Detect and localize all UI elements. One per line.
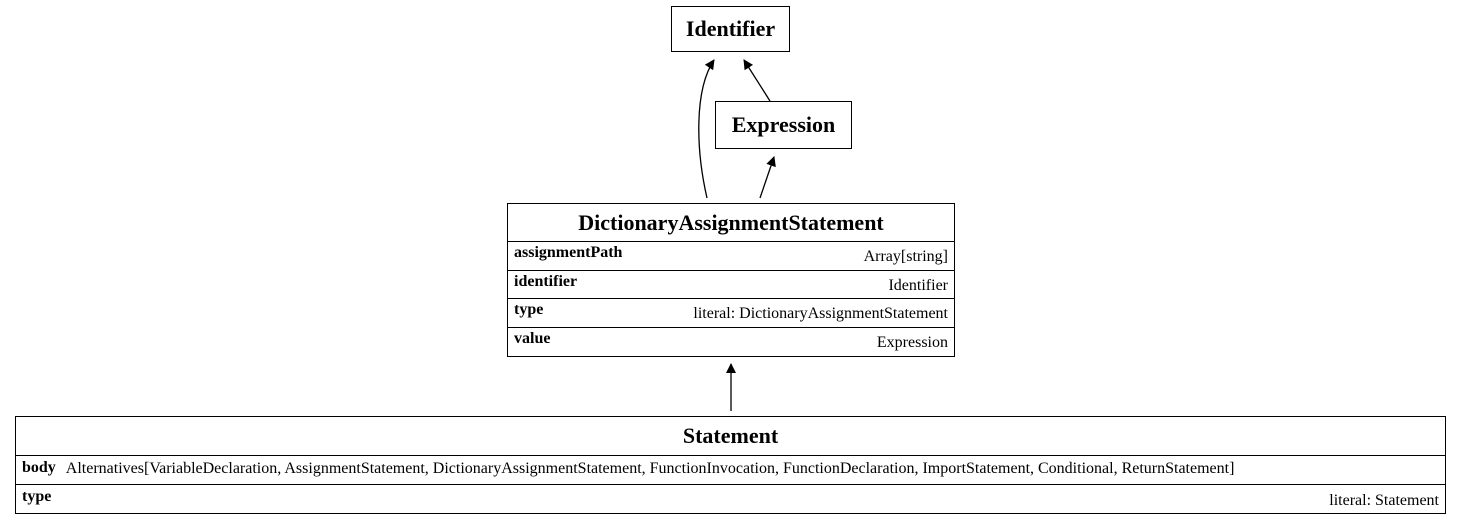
field-type: literal: DictionaryAssignmentStatement <box>693 305 948 322</box>
node-statement: Statement body Alternatives[VariableDecl… <box>15 416 1446 514</box>
edge-dictionary-assignment-statement-to-identifier <box>698 59 715 199</box>
field-name: assignmentPath <box>514 244 623 261</box>
field-name: identifier <box>514 272 578 290</box>
field-type: Expression <box>876 333 948 351</box>
node-identifier-title: Identifier <box>685 16 776 41</box>
node-expression-title: Expression <box>731 112 836 137</box>
node-title: DictionaryAssignmentStatement <box>508 204 954 242</box>
field-type: Alternatives[VariableDeclaration, Assign… <box>65 460 1235 478</box>
node-dictionary-assignment-statement: DictionaryAssignmentStatement assignment… <box>507 203 955 357</box>
edge-dictionary-assignment-statement-to-expression <box>759 156 776 199</box>
field-row-identifier: identifier Identifier <box>508 271 954 299</box>
field-type: Array[string] <box>863 248 948 265</box>
node-expression: Expression <box>715 101 852 149</box>
field-row-assignment-path: assignmentPath Array[string] <box>508 242 954 271</box>
field-name: value <box>514 329 551 347</box>
field-row-type: type literal: DictionaryAssignmentStatem… <box>508 299 954 328</box>
field-name: body <box>22 459 56 477</box>
field-row-body: body Alternatives[VariableDeclaration, A… <box>16 456 1445 485</box>
field-row-type: type literal: Statement <box>16 485 1445 513</box>
field-type: Identifier <box>888 276 948 294</box>
edge-expression-to-identifier <box>743 59 771 102</box>
node-title: Statement <box>16 417 1445 457</box>
field-name: type <box>22 487 52 505</box>
field-row-value: value Expression <box>508 328 954 357</box>
field-type: literal: Statement <box>1329 491 1439 509</box>
node-identifier: Identifier <box>671 6 790 52</box>
field-name: type <box>514 301 544 318</box>
